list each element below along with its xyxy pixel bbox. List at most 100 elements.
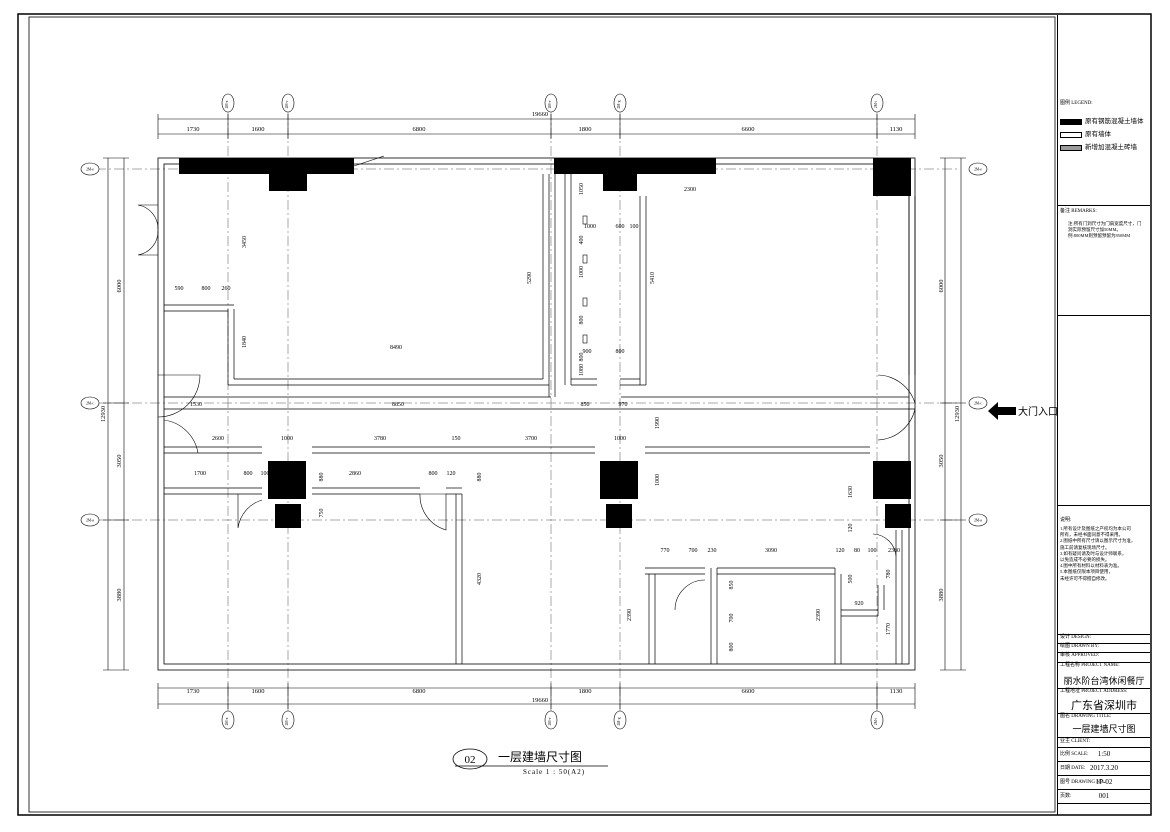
dimension-label: 2380 — [888, 548, 900, 554]
dimension-label: 770 — [661, 548, 670, 554]
dimension-label: 1000 — [579, 266, 585, 278]
axis-bubble: 2M-i — [870, 93, 884, 113]
dimension-label: 80 — [854, 548, 860, 554]
drawing-frame — [28, 16, 1056, 813]
axis-bubble: 2M-a — [221, 93, 235, 113]
drawing-title-value: 一层建墙尺寸图 — [1072, 724, 1136, 734]
legend-item-concrete: 原有钢筋混凝土墙体 — [1060, 115, 1144, 125]
dimension-label: 3450 — [242, 236, 248, 248]
dimension-label: 150 — [452, 436, 461, 442]
dimension-label: 12930 — [954, 406, 961, 422]
door-swings — [137, 155, 916, 611]
dimension-label: 2390 — [816, 609, 822, 621]
dimension-label: 4320 — [477, 573, 483, 585]
remarks: 注:所有门洞尺寸为门扇宽度尺寸，门 洞实际预留尺寸加50MM。 例:800MM则… — [1068, 221, 1142, 239]
dimension-label: 880 — [319, 473, 325, 482]
dimension-label: 900 — [583, 349, 592, 355]
dimension-label: 1800 — [579, 688, 592, 695]
axis-label: 2M-g — [617, 717, 621, 725]
dimension-label: 1990 — [655, 417, 661, 429]
legend-label-concrete: 原有钢筋混凝土墙体 — [1085, 118, 1144, 125]
dimension-label: 1600 — [252, 126, 265, 133]
dimension-label: 1730 — [187, 126, 200, 133]
axis-label: 2M-c — [974, 402, 982, 406]
dimension-label: 6600 — [742, 688, 755, 695]
axis-bubble: 2M-e — [544, 93, 558, 113]
title-block: 图例 LEGEND: 原有钢筋混凝土墙体 原有墙体 新增加混凝土砖墙 备注 RE… — [1057, 15, 1150, 815]
dimension-label: 6800 — [413, 126, 426, 133]
axis-bubble: 2M-i — [870, 710, 884, 730]
dimension-label: 1770 — [886, 623, 892, 635]
dimension-label: 800 — [579, 353, 585, 362]
axis-bubble: 2M-e — [968, 162, 988, 176]
dimension-label: 1700 — [194, 471, 206, 477]
scale-label: 比例 SCALE: — [1060, 752, 1089, 757]
dimension-label: 19660 — [532, 697, 548, 704]
dimension-label: 3090 — [765, 548, 777, 554]
axis-bubble: 2M-a — [968, 513, 988, 527]
drawn-label: 绘图 DRAWN BY: — [1060, 644, 1099, 649]
dimension-label: 120 — [447, 471, 456, 477]
dimension-label: 2600 — [212, 436, 224, 442]
dimension-label: 750 — [319, 509, 325, 518]
drawing-no-label: 图号 DRAWING NO.: — [1060, 780, 1107, 785]
legend-swatch-existing — [1060, 131, 1082, 138]
axis-label: 2M-a — [86, 519, 94, 523]
axis-bubble: 2M-c — [968, 396, 988, 410]
dimension-label: 1050 — [579, 183, 585, 195]
drawing-title: 一层建墙尺寸图 — [498, 750, 582, 764]
remarks-heading: 备注 REMARKS: — [1060, 209, 1097, 214]
axis-bubbles: 2M-a2M-a2M-c2M-c2M-e2M-e2M-g2M-g2M-i2M-i… — [80, 93, 988, 730]
project-address: 广东省深圳市 — [1071, 700, 1137, 712]
dimension-label: 3880 — [938, 589, 945, 602]
dimension-label: 6000 — [938, 280, 945, 293]
dimension-label: 5410 — [650, 272, 656, 284]
dimension-label: 1840 — [242, 336, 248, 348]
entrance-label: 大门入口 — [1018, 405, 1058, 418]
dimension-lines — [103, 114, 966, 709]
dimension-label: 800 — [729, 643, 735, 652]
project-name-label: 工程名称 PROJECT NAME: — [1060, 663, 1120, 668]
dimension-label: 880 — [477, 473, 483, 482]
dimension-label: 3050 — [938, 455, 945, 468]
page-label: 页数: — [1060, 794, 1072, 799]
design-label: 设计 DESIGN: — [1060, 635, 1091, 640]
dimension-label: 12930 — [100, 406, 107, 422]
dimension-label: 700 — [729, 614, 735, 623]
notes: 1.所有设计及图纸之产权均为本公司 所有，未经书面同意不得采用。 2.图纸中所有… — [1060, 526, 1136, 581]
axis-label: 2M-e — [86, 168, 94, 172]
drawing-title-group: 02 一层建墙尺寸图 Scale 1 : 50(A2) — [452, 748, 608, 776]
dimension-label: 3050 — [116, 455, 123, 468]
dimension-label: 3700 — [525, 436, 537, 442]
dimension-label: 600 — [616, 224, 625, 230]
dimension-label: 5290 — [527, 272, 533, 284]
concrete-walls — [179, 158, 911, 528]
drawing-scale: Scale 1 : 50(A2) — [523, 768, 585, 776]
drawing-title-label: 图名 DRAWING TITLE: — [1060, 714, 1112, 719]
axis-label: 2M-a — [225, 100, 229, 108]
dimension-label: 8490 — [390, 345, 402, 351]
dimension-label: 2300 — [684, 187, 696, 193]
project-address-label: 工程地址 PROJECT ADDRESS: — [1060, 689, 1128, 694]
partition-blocks — [582, 215, 588, 344]
axis-label: 2M-e — [548, 100, 552, 108]
dimension-label: 800 — [202, 286, 211, 292]
dimension-label: 920 — [855, 601, 864, 607]
client-label: 业主 CLIENT: — [1060, 739, 1091, 744]
dimension-label: 1000 — [584, 224, 596, 230]
legend-label-existing: 原有墙体 — [1085, 131, 1111, 138]
dimension-label: 1000 — [281, 436, 293, 442]
dimension-label: 800 — [616, 349, 625, 355]
sheet-border — [17, 13, 1152, 816]
project-name: 丽水阶台湾休闲餐厅 — [1063, 676, 1145, 686]
dimension-label: 19660 — [532, 111, 548, 118]
date-label: 日期 DATE: — [1060, 766, 1086, 771]
axis-label: 2M-i — [874, 718, 878, 725]
drawing-no-value: 1P-02 — [1095, 778, 1113, 786]
drawing-number: 02 — [465, 754, 476, 766]
dimension-label: 970 — [619, 402, 628, 408]
dimension-label: 3880 — [116, 589, 123, 602]
approved-label: 审核 APPROVED: — [1060, 653, 1100, 658]
